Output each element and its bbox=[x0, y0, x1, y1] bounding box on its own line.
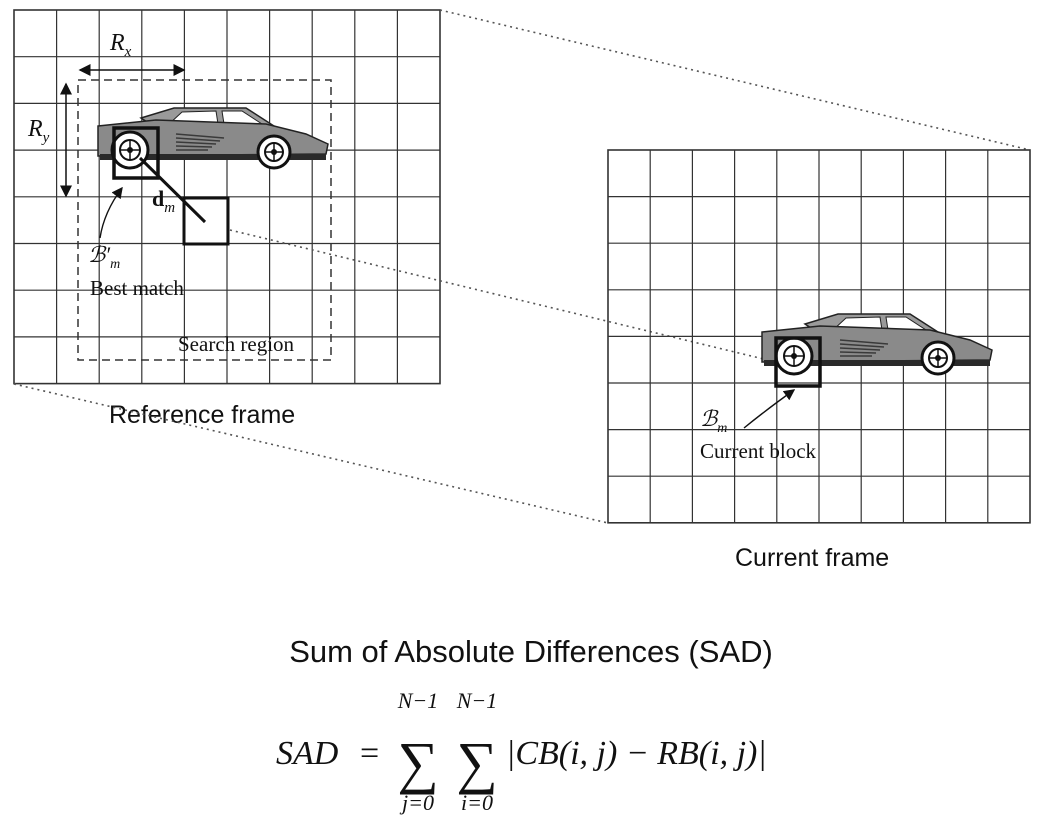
best-match-block bbox=[112, 126, 160, 180]
sum-outer-lower: j=0 bbox=[399, 790, 434, 815]
best-match-text: Best match bbox=[90, 276, 184, 300]
reference-car bbox=[96, 106, 330, 170]
projection-line-bottom bbox=[13, 383, 609, 524]
sad-formula: SAD = N−1 ∑ j=0 N−1 ∑ i=0 |CB(i, j) − RB… bbox=[276, 688, 767, 815]
search-region-text: Search region bbox=[178, 332, 295, 356]
sad-title: Sum of Absolute Differences (SAD) bbox=[289, 634, 773, 669]
best-block-label: ℬ′m bbox=[88, 242, 120, 272]
sum-outer-upper: N−1 bbox=[397, 688, 439, 713]
sad-body: |CB(i, j) − RB(i, j)| bbox=[506, 735, 767, 772]
projection-lines bbox=[13, 9, 1031, 524]
sad-lhs: SAD bbox=[276, 735, 339, 772]
ry-label: Ry bbox=[27, 116, 50, 146]
current-frame-caption: Current frame bbox=[735, 544, 889, 572]
reference-frame-caption: Reference frame bbox=[109, 401, 295, 429]
current-block-label: ℬm bbox=[700, 406, 727, 436]
sum-outer-sigma: ∑ bbox=[397, 730, 438, 795]
rx-label: Rx bbox=[109, 30, 132, 60]
projection-line-block bbox=[229, 229, 777, 363]
current-block bbox=[774, 336, 822, 388]
current-block-text: Current block bbox=[700, 439, 817, 463]
current-car bbox=[760, 312, 994, 376]
colocated-block bbox=[182, 196, 230, 246]
search-region-box bbox=[77, 79, 332, 361]
current-frame: ℬm Current block Current frame bbox=[607, 149, 1031, 572]
best-match-pointer bbox=[99, 186, 123, 239]
current-block-pointer bbox=[743, 389, 796, 429]
sum-inner-upper: N−1 bbox=[456, 688, 498, 713]
sum-inner-sigma: ∑ bbox=[456, 730, 497, 795]
motion-vector-label: dm bbox=[152, 186, 175, 216]
motion-vector-line bbox=[138, 156, 207, 224]
sum-inner-lower: i=0 bbox=[461, 790, 493, 815]
sad-equals: = bbox=[360, 735, 379, 772]
projection-line-top bbox=[439, 9, 1031, 151]
reference-frame: Rx Ry dm ℬ′m Best match Search region Re… bbox=[13, 9, 441, 429]
